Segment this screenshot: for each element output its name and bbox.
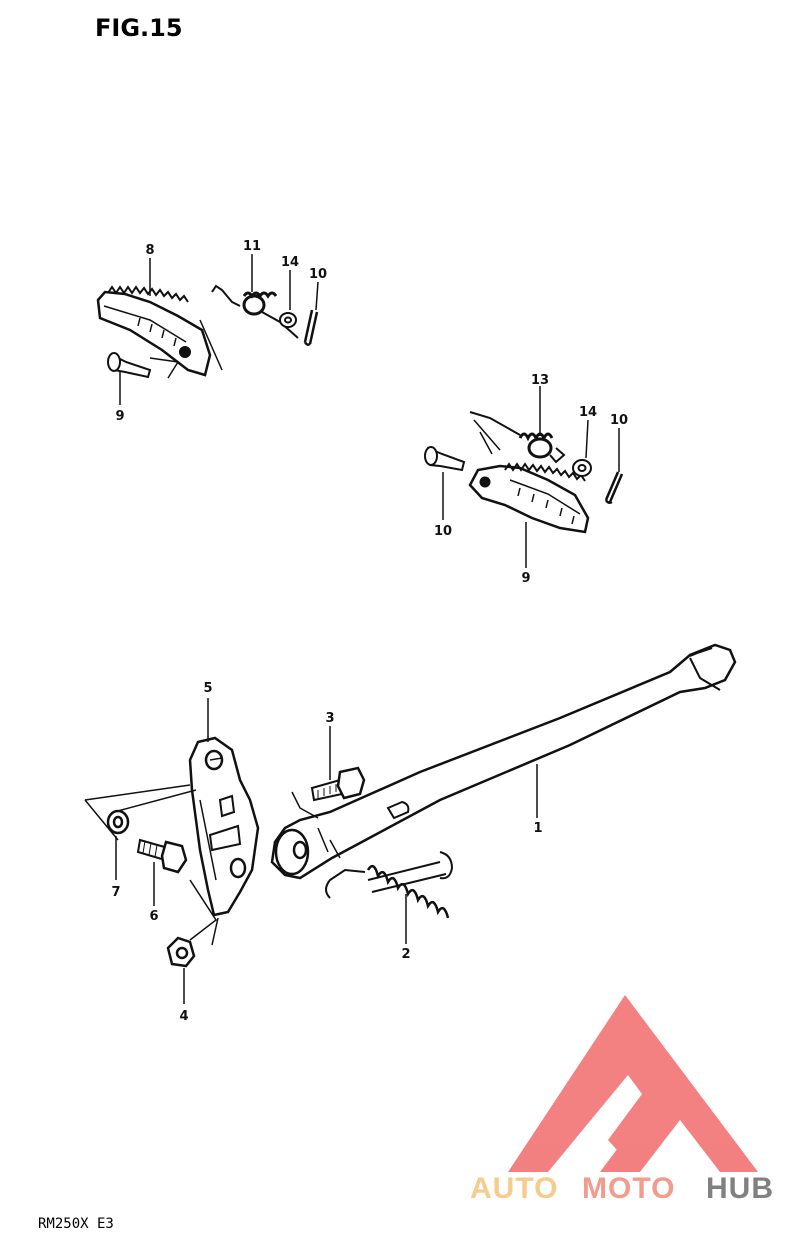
callout-14: 14 [579,405,597,420]
spring-2 [325,868,366,899]
right-footrest-group [424,411,624,534]
callout-9: 9 [521,571,530,586]
leader-lines [115,254,620,1004]
callout-11: 10 [309,267,327,282]
footrest-9 [468,464,590,534]
washer-14-left [279,312,297,328]
callout-4: 4 [179,1009,188,1024]
watermark-logo: AUTO MOTO HUB [470,995,774,1205]
callout-8: 8 [145,243,154,258]
spring-13 [469,411,521,436]
logo-triangle-mark [508,995,758,1172]
washer-7 [106,809,130,835]
callouts: 8 11 14 10 9 13 14 10 10 9 5 3 1 7 6 2 4 [111,239,628,1024]
callout-14: 14 [281,255,299,270]
nut-4 [166,936,196,968]
cotter-11-right [604,471,624,504]
callout-13: 13 [531,373,549,388]
watermark-moto: MOTO [582,1172,675,1205]
callout-11: 10 [610,413,628,428]
spring-12 [211,284,241,307]
washer-14-right [572,459,592,477]
callout-10: 10 [434,524,452,539]
left-footrest-group [96,284,319,379]
watermark-auto: AUTO [470,1172,558,1205]
callout-3: 3 [325,711,334,726]
callout-6: 6 [149,909,158,924]
side-stand-leg-1 [270,643,737,880]
bracket-group [84,736,260,968]
cotter-11-left [303,309,319,346]
watermark-hub: HUB [706,1172,774,1205]
model-code: RM250X E3 [38,1216,114,1232]
callout-1: 1 [533,821,542,836]
figure-title: FIG.15 [95,14,183,42]
callout-12: 11 [243,239,261,254]
callout-10: 9 [115,409,124,424]
callout-2: 2 [401,947,410,962]
side-stand-group [270,643,737,919]
callout-5: 5 [203,681,212,696]
callout-7: 7 [111,885,120,900]
